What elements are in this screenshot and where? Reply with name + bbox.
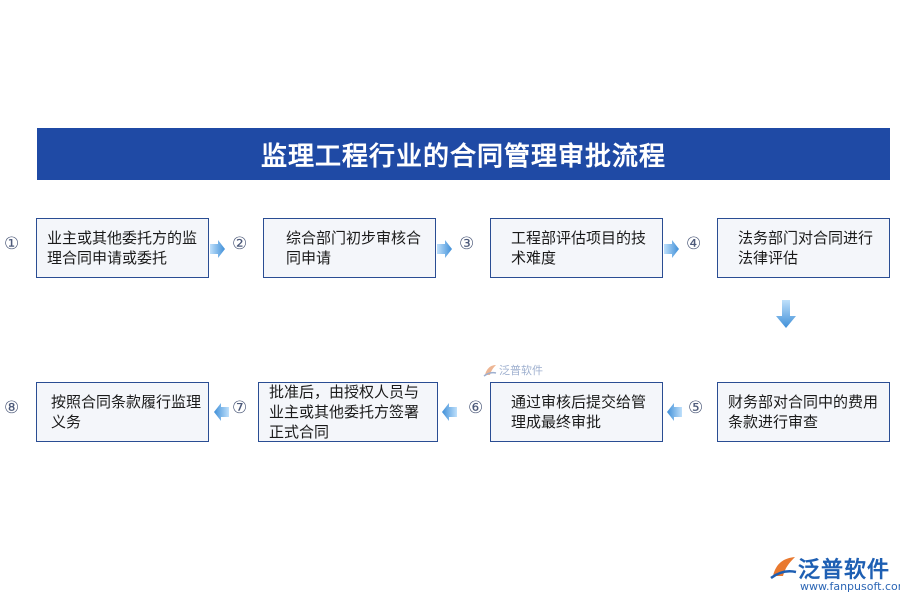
step-6-box: 通过审核后提交给管理成最终审批 (490, 382, 663, 442)
step-1-number: ① (4, 234, 20, 254)
step-5-box: 财务部对合同中的费用条款进行审查 (717, 382, 890, 442)
step-3-number: ③ (459, 234, 475, 254)
step-3-box: 工程部评估项目的技术难度 (490, 218, 663, 278)
step-4-number: ④ (686, 234, 702, 254)
step-8-number: ⑧ (4, 398, 20, 418)
fanpu-logo-icon (770, 557, 797, 580)
watermark-text: 泛普软件 (499, 364, 543, 377)
step-1-box: 业主或其他委托方的监理合同申请或委托 (36, 218, 209, 278)
step-7-text: 批准后，由授权人员与业主或其他委托方签署正式合同 (269, 383, 420, 441)
step-5-number: ⑤ (688, 398, 704, 418)
brand-name: 泛普软件 (798, 558, 891, 583)
step-8-box: 按照合同条款履行监理义务 (36, 382, 209, 442)
step-6-text: 通过审核后提交给管理成最终审批 (511, 393, 647, 431)
step-2-number: ② (232, 234, 248, 254)
step-1-text: 业主或其他委托方的监理合同申请或委托 (47, 229, 198, 267)
arrow-right-icon (210, 240, 225, 258)
step-2-box: 综合部门初步审核合同申请 (263, 218, 436, 278)
arrow-right-icon (437, 240, 452, 258)
arrow-left-icon (214, 403, 229, 421)
step-7-box: 批准后，由授权人员与业主或其他委托方签署正式合同 (258, 382, 438, 442)
step-6-number: ⑥ (468, 398, 484, 418)
arrow-left-icon (442, 403, 457, 421)
step-4-text: 法务部门对合同进行法律评估 (738, 229, 874, 267)
brand-url: www.fanpusoft.com (800, 580, 900, 593)
step-7-number: ⑦ (232, 398, 248, 418)
brand-logo: 泛普软件 www.fanpusoft.com (770, 552, 900, 596)
arrow-down-icon (776, 300, 796, 328)
step-8-text: 按照合同条款履行监理义务 (51, 393, 202, 431)
arrow-right-icon (664, 240, 679, 258)
title-banner: 监理工程行业的合同管理审批流程 (37, 128, 890, 180)
arrow-left-icon (667, 403, 682, 421)
step-2-text: 综合部门初步审核合同申请 (286, 229, 422, 267)
step-3-text: 工程部评估项目的技术难度 (511, 229, 647, 267)
step-4-box: 法务部门对合同进行法律评估 (717, 218, 890, 278)
page-title: 监理工程行业的合同管理审批流程 (260, 141, 666, 172)
step-5-text: 财务部对合同中的费用条款进行审查 (728, 393, 879, 431)
watermark: 泛普软件 (483, 362, 543, 378)
fanpu-logo-icon (483, 365, 497, 377)
